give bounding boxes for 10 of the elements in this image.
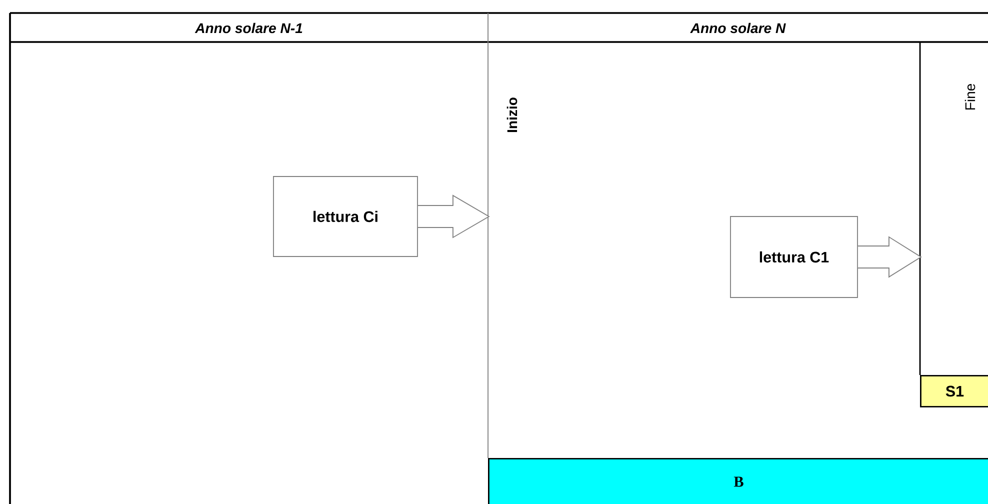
reading-box: lettura C1 xyxy=(730,216,858,298)
block-arrow xyxy=(417,194,490,238)
band-box: B xyxy=(488,458,988,504)
period-label: Inizio xyxy=(506,98,518,132)
block-arrow xyxy=(857,236,922,278)
reading-box: lettura Ci xyxy=(273,176,418,257)
period-label: Fine xyxy=(964,84,976,110)
tag-box: S1 xyxy=(920,375,988,408)
column-header: Anno solare N-1 xyxy=(194,22,302,34)
column-header: Anno solare N xyxy=(690,22,786,34)
